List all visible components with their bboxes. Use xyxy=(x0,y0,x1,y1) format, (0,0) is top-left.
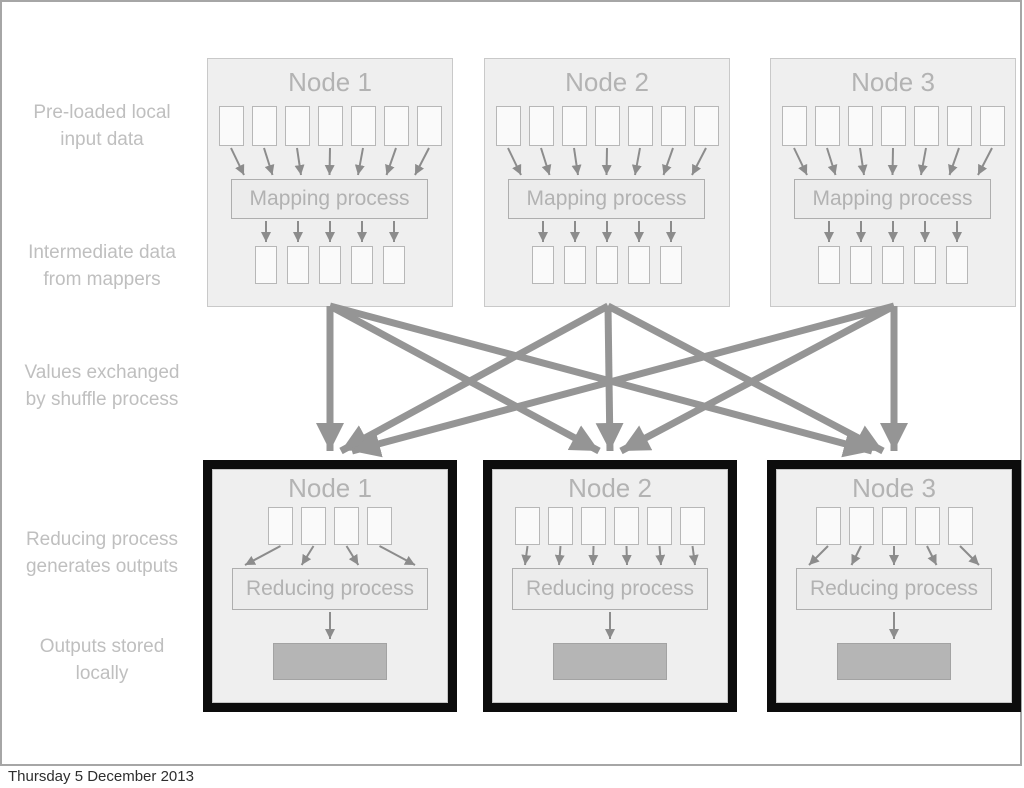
shuffled-data-block xyxy=(947,507,973,545)
intermediate-data-block xyxy=(255,246,277,284)
input-data-block xyxy=(594,106,620,146)
input-data-block xyxy=(979,106,1005,146)
reducing-process-box: Reducing process xyxy=(796,568,992,610)
reducing-process-label: Reducing process xyxy=(809,577,979,600)
input-data-block xyxy=(350,106,376,146)
input-data-block xyxy=(251,106,277,146)
input-data-block xyxy=(814,106,840,146)
output-store-rect xyxy=(553,643,667,680)
input-data-block xyxy=(561,106,587,146)
mapping-process-label: Mapping process xyxy=(526,187,687,210)
node-title: Node 3 xyxy=(852,473,936,503)
intermediate-data-block xyxy=(287,246,309,284)
intermediate-data-block xyxy=(818,246,840,284)
label-shuffle-exchange: Values exchanged by shuffle process xyxy=(24,362,180,410)
shuffled-data-block xyxy=(581,507,606,545)
map-node-1: Node 1 Mapping process xyxy=(207,58,453,307)
node-title: Node 1 xyxy=(288,67,372,97)
inner-frame xyxy=(212,469,448,703)
shuffled-data-block xyxy=(515,507,540,545)
node-title: Node 1 xyxy=(288,473,372,503)
reducing-process-box: Reducing process xyxy=(232,568,428,610)
shuffled-data-block xyxy=(848,507,874,545)
mapping-process-box: Mapping process xyxy=(508,179,705,219)
label-preloaded-input-data: Pre-loaded local input data xyxy=(33,102,171,150)
shuffled-data-block xyxy=(548,507,573,545)
reducing-process-box: Reducing process xyxy=(512,568,708,610)
input-data-block xyxy=(218,106,244,146)
intermediate-data-block xyxy=(946,246,968,284)
inner-frame xyxy=(492,469,728,703)
shuffled-data-block xyxy=(334,507,359,545)
node-title: Node 2 xyxy=(568,473,652,503)
input-data-block xyxy=(847,106,873,146)
input-data-block xyxy=(627,106,653,146)
intermediate-data-block xyxy=(850,246,872,284)
input-data-block xyxy=(416,106,442,146)
node-title: Node 2 xyxy=(565,67,649,97)
input-data-block xyxy=(284,106,310,146)
intermediate-data-block xyxy=(351,246,373,284)
map-node-3: Node 3 Mapping process xyxy=(770,58,1016,307)
intermediate-data-block xyxy=(564,246,586,284)
mapping-process-box: Mapping process xyxy=(794,179,991,219)
shuffled-data-block xyxy=(647,507,672,545)
input-data-block xyxy=(383,106,409,146)
intermediate-data-block xyxy=(628,246,650,284)
mapping-process-label: Mapping process xyxy=(249,187,410,210)
intermediate-data-block xyxy=(596,246,618,284)
mapping-process-label: Mapping process xyxy=(812,187,973,210)
input-data-block xyxy=(528,106,554,146)
label-outputs-stored: Outputs stored locally xyxy=(39,636,165,684)
inner-frame xyxy=(776,469,1012,703)
mapping-process-box: Mapping process xyxy=(231,179,428,219)
reducing-process-label: Reducing process xyxy=(245,577,415,600)
input-data-block xyxy=(880,106,906,146)
input-data-block xyxy=(781,106,807,146)
reduce-node-2: Node 2 Reducing process xyxy=(483,460,737,712)
input-data-block xyxy=(660,106,686,146)
intermediate-data-block xyxy=(319,246,341,284)
intermediate-data-block xyxy=(383,246,405,284)
shuffled-data-block xyxy=(914,507,940,545)
shuffled-data-block xyxy=(367,507,392,545)
label-reducing-outputs: Reducing process generates outputs xyxy=(25,529,179,577)
intermediate-data-block xyxy=(660,246,682,284)
shuffled-data-block xyxy=(815,507,841,545)
node-title: Node 3 xyxy=(851,67,935,97)
slide-date-footer: Thursday 5 December 2013 xyxy=(8,768,194,785)
output-store-rect xyxy=(837,643,951,680)
output-store-rect xyxy=(273,643,387,680)
shuffled-data-block xyxy=(614,507,639,545)
input-data-block xyxy=(693,106,719,146)
label-intermediate-data: Intermediate data from mappers xyxy=(28,242,176,290)
map-node-2: Node 2 Mapping process xyxy=(484,58,730,307)
shuffled-data-block xyxy=(680,507,705,545)
shuffled-data-block xyxy=(268,507,293,545)
reducing-process-label: Reducing process xyxy=(525,577,695,600)
reduce-node-3: Node 3 Reducing process xyxy=(767,460,1021,712)
reduce-node-1: Node 1 Reducing process xyxy=(203,460,457,712)
intermediate-data-block xyxy=(914,246,936,284)
intermediate-data-block xyxy=(532,246,554,284)
intermediate-data-block xyxy=(882,246,904,284)
input-data-block xyxy=(495,106,521,146)
input-data-block xyxy=(317,106,343,146)
input-data-block xyxy=(913,106,939,146)
shuffled-data-block xyxy=(301,507,326,545)
shuffled-data-block xyxy=(881,507,907,545)
input-data-block xyxy=(946,106,972,146)
